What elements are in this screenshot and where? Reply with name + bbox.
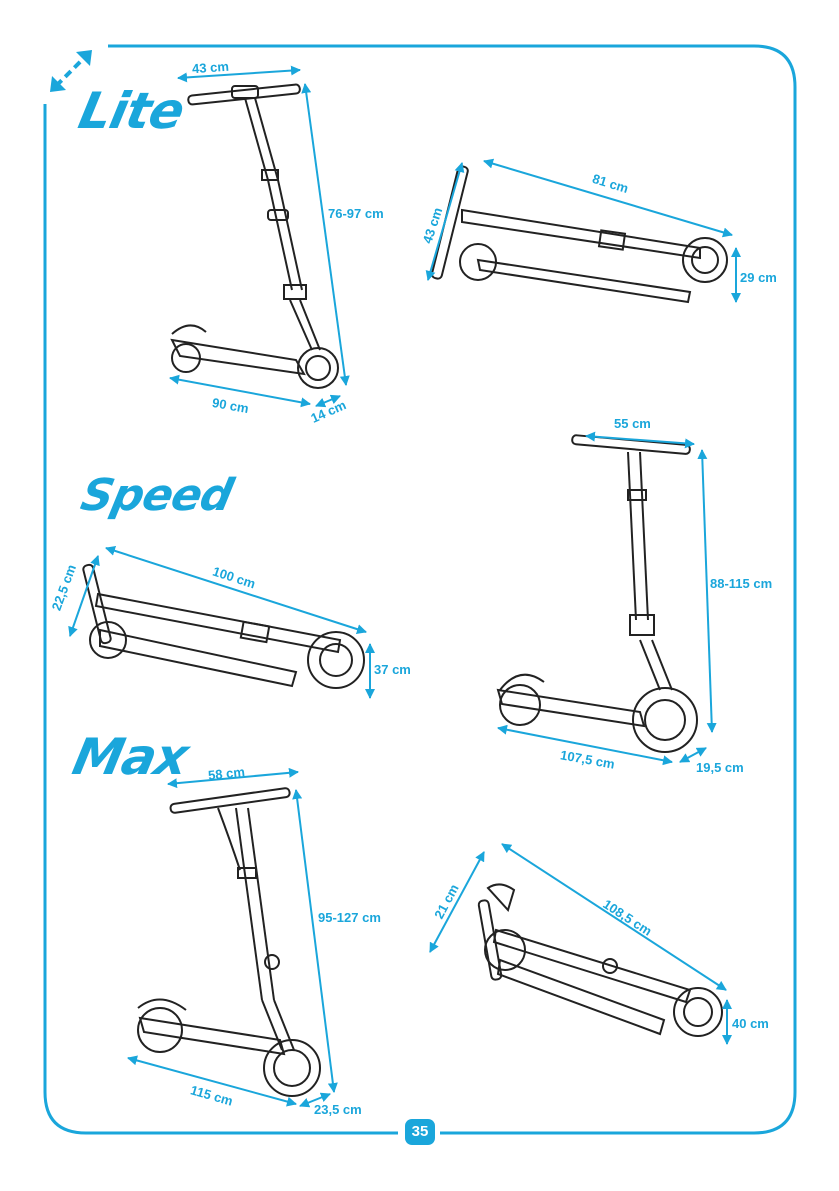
page-frame	[45, 46, 795, 1133]
speed-upright-handlebar-dim-line	[586, 436, 694, 444]
speed-upright-scooter-drawing	[498, 435, 697, 752]
lite-upright-height-dim-line	[305, 84, 346, 385]
speed-folded-scooter-drawing	[82, 564, 364, 688]
speed-upright-height-dim-line	[702, 450, 712, 732]
max-upright-scooter-drawing	[138, 788, 320, 1096]
lite-folded-height-label: 29 cm	[740, 270, 777, 285]
lite-upright-handlebar-label: 43 cm	[192, 59, 230, 77]
speed-upright-height-label: 88-115 cm	[710, 576, 772, 591]
speed-upright-handlebar-label: 55 cm	[614, 416, 651, 431]
max-upright-height-dim-line	[296, 790, 334, 1092]
page-number-badge: 35	[405, 1119, 435, 1145]
lite-folded-scooter-drawing	[431, 165, 727, 302]
model-title-max: Max	[68, 728, 193, 786]
lite-upright-scooter-drawing	[172, 84, 338, 388]
model-title-speed: Speed	[77, 470, 237, 521]
max-upright-deck-label: 23,5 cm	[314, 1102, 362, 1117]
max-upright-height-label: 95-127 cm	[318, 910, 381, 925]
speed-folded-height-label: 37 cm	[374, 662, 411, 677]
max-folded-height-label: 40 cm	[732, 1016, 769, 1031]
lite-folded-length-dim-line	[484, 161, 732, 235]
model-title-lite: Lite	[74, 82, 189, 140]
lite-upright-height-label: 76-97 cm	[328, 206, 384, 221]
speed-upright-deck-label: 19,5 cm	[696, 760, 744, 775]
